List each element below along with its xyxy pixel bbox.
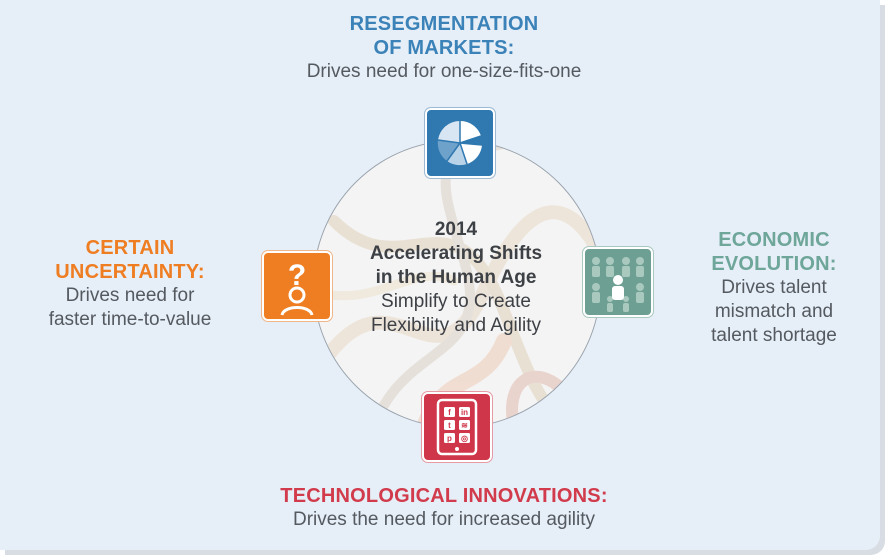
technological-block: TECHNOLOGICAL INNOVATIONS: Drives the ne…: [224, 484, 664, 532]
uncertainty-heading-line2: UNCERTAINTY:: [55, 261, 205, 283]
center-circle: [313, 140, 601, 428]
center-subtitle-line1: Simplify to Create: [381, 291, 531, 312]
technological-desc: Drives the need for increased agility: [292, 509, 596, 530]
center-title-line2: in the Human Age: [375, 267, 537, 288]
center-title-line1: Accelerating Shifts: [369, 243, 543, 264]
svg-text:f: f: [448, 408, 451, 417]
center-year: 2014: [434, 219, 478, 240]
svg-text:in: in: [461, 408, 468, 417]
tablet-social-icon: f in t ≋ p ◎: [422, 392, 492, 462]
center-subtitle-line2: Flexibility and Agility: [370, 315, 542, 336]
pie-chart-icon: [425, 108, 495, 178]
economic-block: ECONOMIC EVOLUTION: Drives talent mismat…: [664, 228, 884, 348]
center-text: 2014 Accelerating Shifts in the Human Ag…: [340, 218, 572, 338]
svg-text:?: ?: [288, 259, 306, 292]
svg-text:≋: ≋: [461, 421, 468, 430]
svg-text:p: p: [447, 434, 452, 443]
resegmentation-heading-line1: RESEGMENTATION: [349, 13, 539, 35]
economic-heading-line1: ECONOMIC: [718, 229, 830, 251]
uncertainty-desc-line2: faster time-to-value: [48, 309, 212, 330]
resegmentation-desc: Drives need for one-size-fits-one: [306, 61, 582, 82]
economic-heading-line2: EVOLUTION:: [711, 253, 837, 275]
technological-heading: TECHNOLOGICAL INNOVATIONS:: [280, 485, 608, 507]
uncertainty-block: CERTAIN UNCERTAINTY: Drives need for fas…: [0, 236, 260, 332]
question-person-icon: ?: [262, 251, 332, 321]
economic-desc-line1: Drives talent: [721, 277, 827, 298]
uncertainty-desc-line1: Drives need for: [65, 285, 195, 306]
resegmentation-block: RESEGMENTATION OF MARKETS: Drives need f…: [244, 12, 644, 84]
uncertainty-heading-line1: CERTAIN: [85, 237, 175, 259]
economic-desc-line3: talent shortage: [711, 325, 837, 346]
economic-desc-line2: mismatch and: [714, 301, 834, 322]
people-grid-icon: [583, 247, 653, 317]
svg-text:◎: ◎: [461, 434, 468, 443]
resegmentation-heading-line2: OF MARKETS:: [373, 37, 515, 59]
svg-text:t: t: [448, 421, 451, 430]
